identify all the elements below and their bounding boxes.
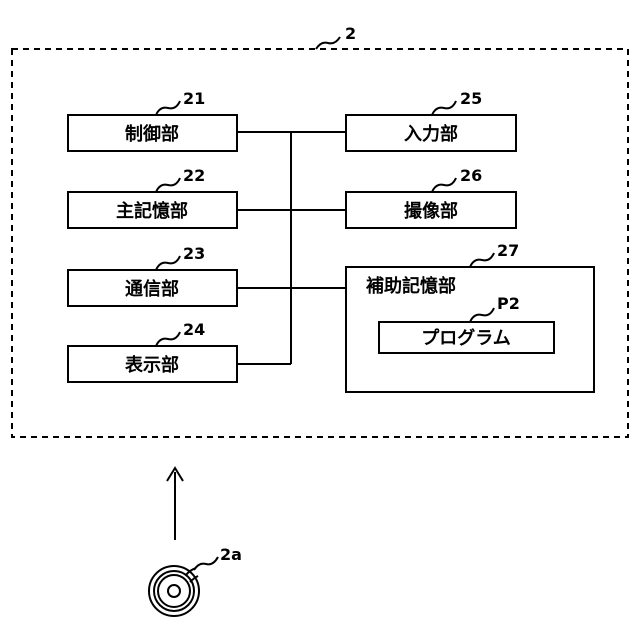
svg-text:27: 27: [497, 241, 519, 260]
disc-icon: [149, 566, 199, 616]
device-ref: 2: [345, 24, 356, 43]
svg-text:P2: P2: [497, 294, 520, 313]
svg-text:21: 21: [183, 89, 205, 108]
svg-text:通信部: 通信部: [125, 278, 179, 300]
block-display: 表示部 24: [68, 320, 237, 382]
svg-text:主記憶部: 主記憶部: [116, 200, 188, 222]
svg-text:表示部: 表示部: [125, 354, 179, 376]
svg-text:撮像部: 撮像部: [404, 200, 458, 222]
install-arrow: [167, 468, 183, 540]
svg-text:補助記憶部: 補助記憶部: [365, 275, 456, 297]
block-main-storage: 主記憶部 22: [68, 166, 237, 228]
medium-ref: 2a: [220, 545, 242, 564]
block-communication: 通信部 23: [68, 244, 237, 306]
svg-text:23: 23: [183, 244, 205, 263]
svg-text:制御部: 制御部: [125, 123, 179, 145]
block-imaging: 撮像部 26: [346, 166, 516, 228]
svg-text:22: 22: [183, 166, 205, 185]
medium-ref-leader: [194, 557, 218, 570]
svg-text:25: 25: [460, 89, 482, 108]
svg-text:26: 26: [460, 166, 482, 185]
svg-text:プログラム: プログラム: [421, 327, 510, 349]
svg-text:24: 24: [183, 320, 205, 339]
device-ref-leader: [316, 37, 340, 49]
block-input: 入力部 25: [346, 89, 516, 151]
block-aux-storage: 補助記憶部 27 プログラム P2: [346, 241, 594, 392]
svg-text:入力部: 入力部: [404, 123, 458, 145]
block-control: 制御部 21: [68, 89, 237, 151]
